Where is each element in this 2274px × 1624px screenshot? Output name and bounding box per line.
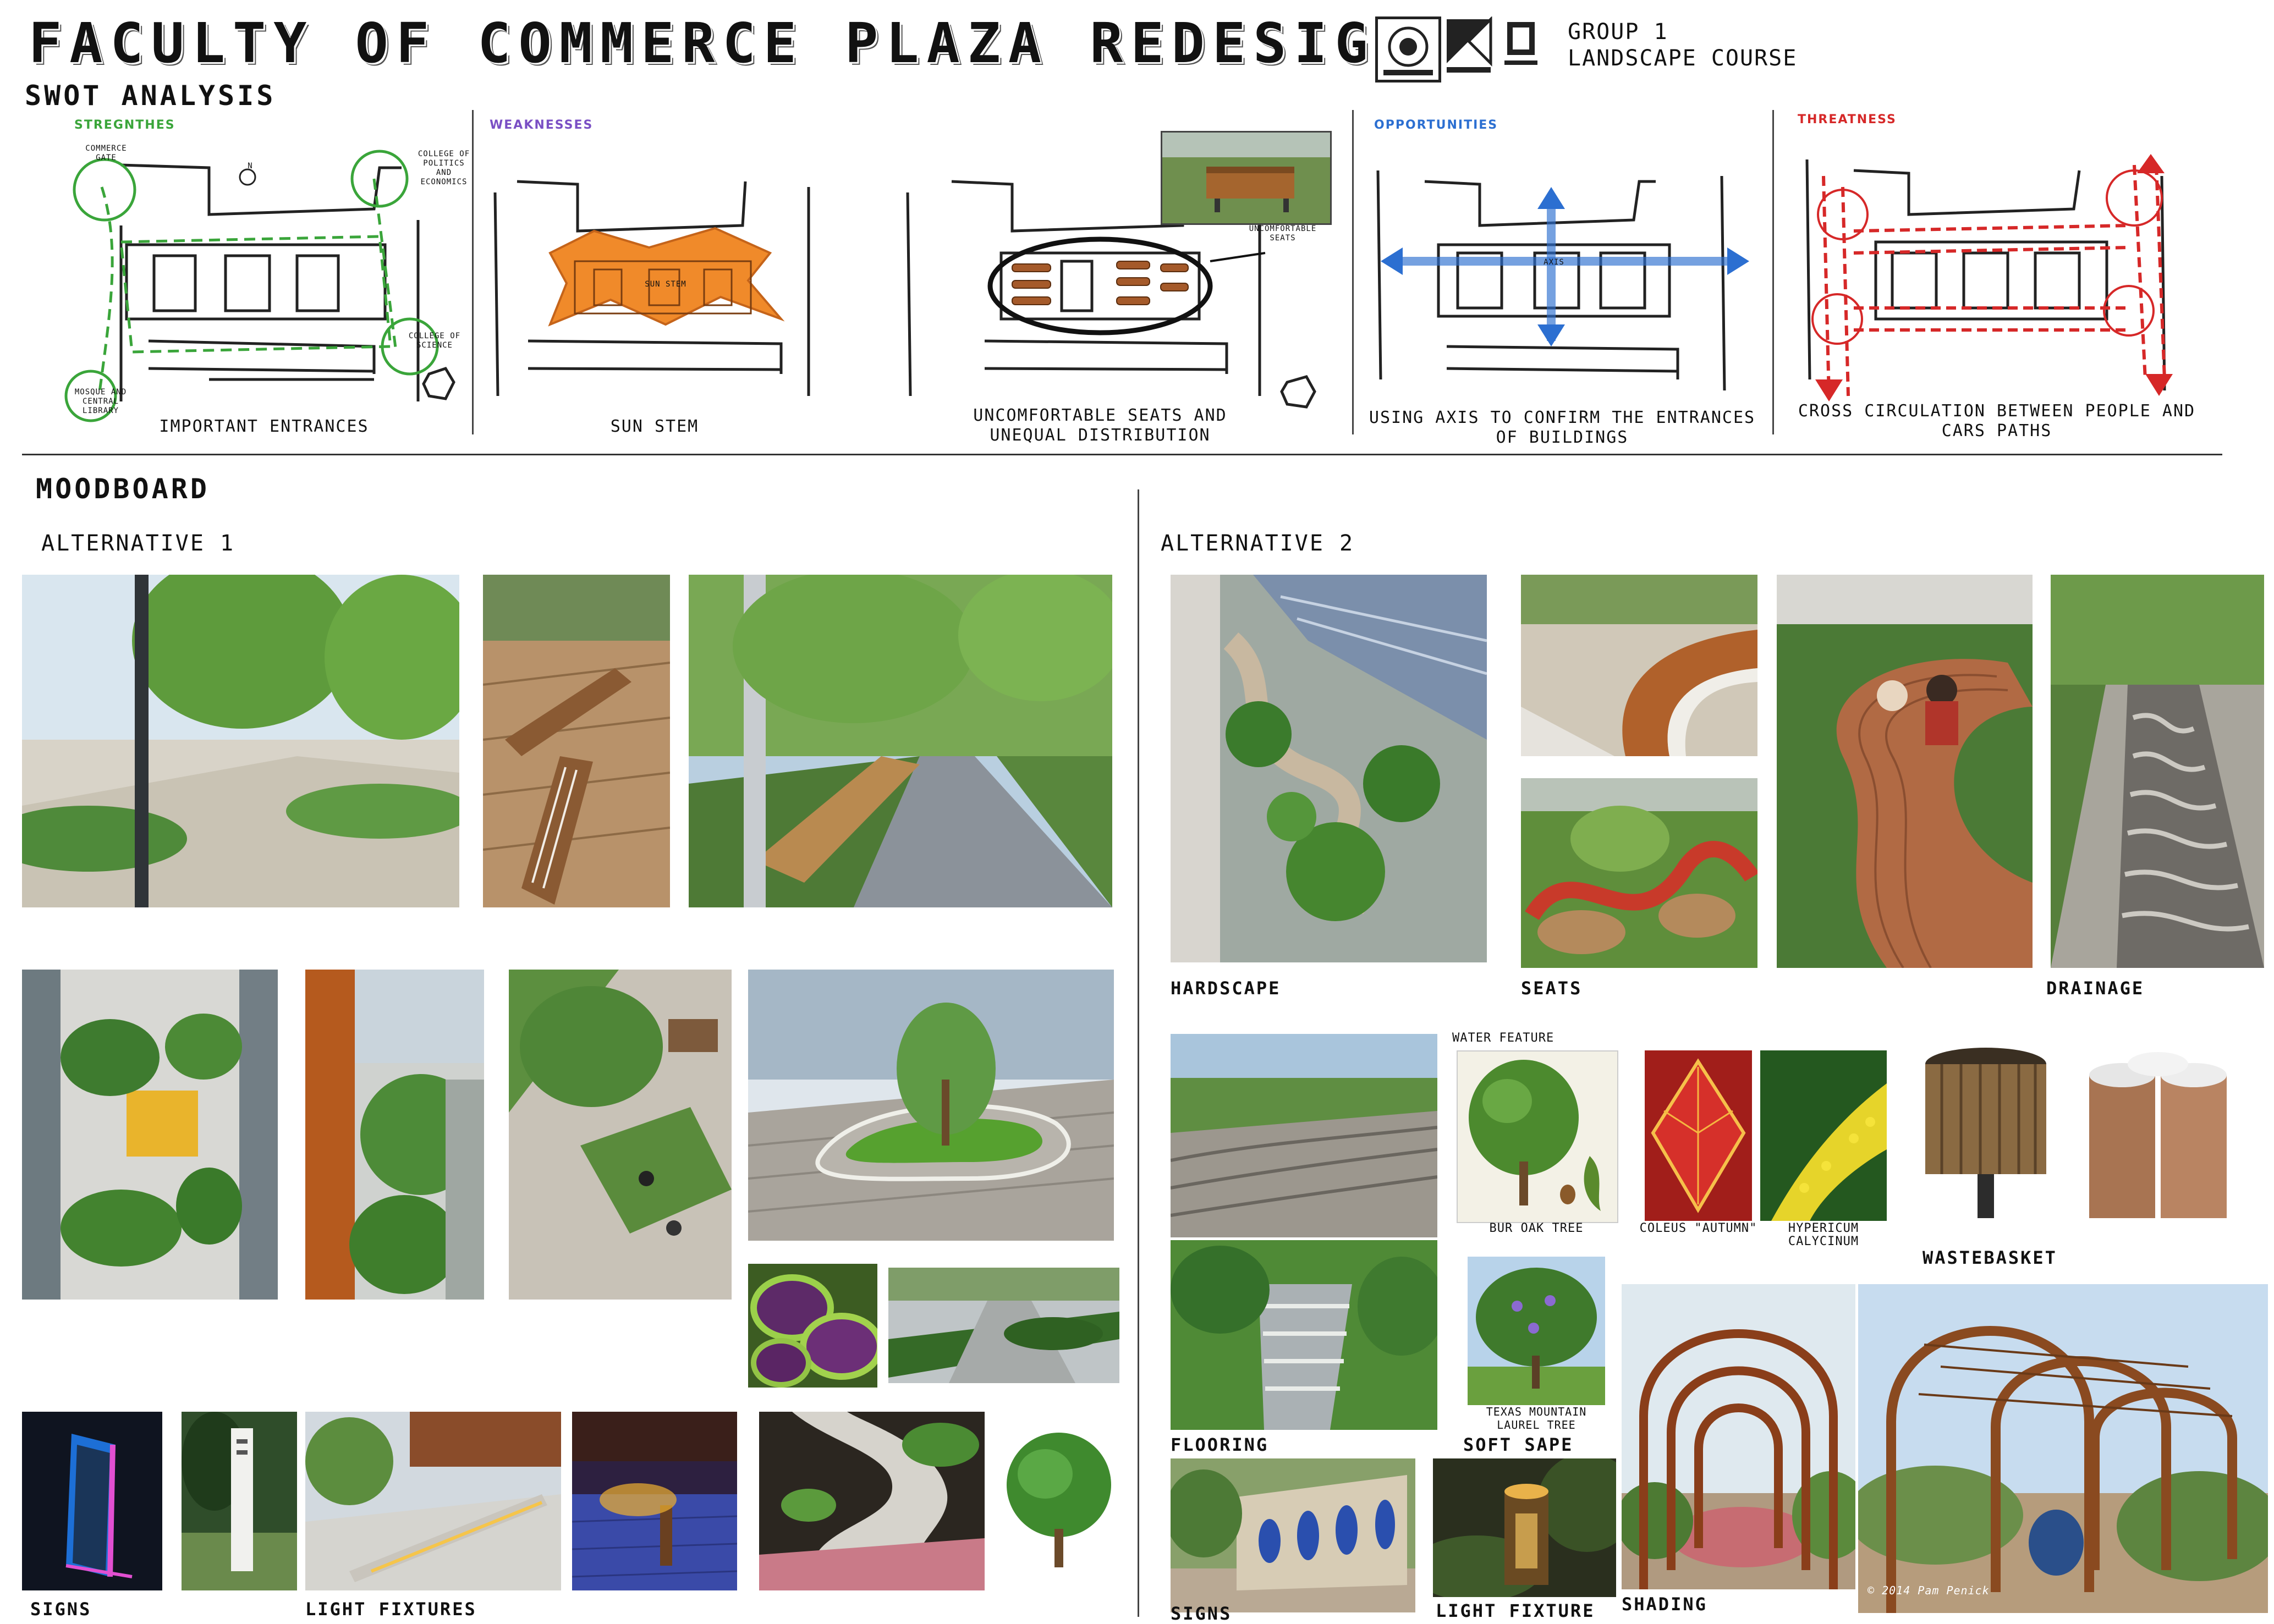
water-feature-label: WATER FEATURE	[1452, 1031, 1555, 1045]
pathway-flooring-photo	[1171, 1034, 1437, 1237]
threats-sketch	[1805, 154, 2173, 401]
light-fixture-photo	[1433, 1458, 1616, 1597]
wall-sign-photo	[1171, 1458, 1415, 1612]
strengths-sketch	[64, 150, 455, 422]
modern-wastebasket-photo	[2078, 1042, 2238, 1224]
strengths-caption: IMPORTANT ENTRANCES	[159, 417, 369, 436]
bench-photo	[1161, 131, 1332, 225]
coleus-autumn-photo	[1645, 1050, 1752, 1221]
wood-wastebasket-photo	[1917, 1042, 2055, 1224]
opportunities-sketch	[1376, 170, 1749, 391]
hedge-garden-photo	[888, 1268, 1119, 1383]
wastebasket-label: WASTEBASKET	[1923, 1247, 2057, 1268]
threats-heading: THREATNESS	[1798, 113, 1897, 126]
wave-bench-photo	[1777, 575, 2033, 968]
step-flooring-photo	[1171, 1240, 1437, 1430]
moodboard-divider	[1138, 489, 1139, 1617]
sun-stem-note: SUN STEM	[645, 280, 686, 289]
courtyard-aerial-photo	[22, 970, 278, 1300]
coleus-leaves-photo	[748, 1264, 877, 1388]
hypericum-photo	[1760, 1050, 1887, 1221]
course-name: LANDSCAPE COURSE	[1568, 46, 1798, 71]
texas-laurel-photo	[1468, 1257, 1605, 1405]
section-divider	[22, 454, 2222, 455]
group-name: GROUP 1	[1568, 19, 1668, 45]
round-tree-photo	[1001, 1430, 1117, 1573]
swot-title: SWOT ANALYSIS	[25, 80, 276, 112]
alt1-light-fixtures-label: LIGHT FIXTURES	[305, 1599, 477, 1620]
college-science-note: COLLEGE OF SCIENCE	[408, 332, 461, 350]
opportunities-heading: OPPORTUNITIES	[1374, 118, 1498, 132]
grass-planter-photo	[748, 970, 1114, 1241]
bench-light-photo	[305, 1412, 561, 1590]
strengths-heading: STREGNTHES	[74, 118, 175, 132]
architecture-department-logo	[1444, 15, 1493, 77]
garden-alley-photo	[305, 970, 484, 1300]
alt2-light-fixture-label: LIGHT FIXTURE	[1436, 1600, 1595, 1621]
axis-note: AXIS	[1544, 258, 1564, 267]
bur-oak-label: BUR OAK TREE	[1489, 1221, 1584, 1235]
pergola-garden-photo	[1858, 1284, 2268, 1613]
flooring-label: FLOORING	[1171, 1434, 1269, 1455]
curved-path-photo	[759, 1412, 985, 1590]
totem-sign-photo	[182, 1412, 297, 1590]
soft-sape-label: SOFT SAPE	[1463, 1434, 1574, 1455]
curved-bench-photo	[1521, 575, 1757, 756]
uncomfortable-seats-note: UNCOMFORTABLE SEATS	[1249, 224, 1317, 243]
moodboard-title: MOODBOARD	[36, 473, 210, 505]
divider	[1772, 110, 1774, 434]
seats-label: SEATS	[1521, 978, 1583, 999]
divider	[1352, 110, 1354, 434]
university-logo	[1375, 16, 1441, 82]
shading-label: SHADING	[1622, 1594, 1707, 1615]
alternative-1-title: ALTERNATIVE 1	[41, 531, 235, 556]
threats-caption: CROSS CIRCULATION BETWEEN PEOPLE AND CAR…	[1798, 401, 2196, 441]
hardscape-photo	[1171, 575, 1487, 962]
weaknesses-caption: SUN STEM	[610, 417, 699, 436]
hardscape-label: HARDSCAPE	[1171, 978, 1281, 999]
commerce-gate-note: COMMERCE GATE	[85, 144, 127, 162]
hypericum-label: HYPERICUM CALYCINUM	[1788, 1221, 1859, 1248]
mosque-note: MOSQUE AND CENTRAL LIBRARY	[74, 388, 127, 415]
red-seat-planter-photo	[1521, 778, 1757, 968]
faculty-logo	[1502, 19, 1540, 74]
seats-sketch	[906, 180, 1316, 409]
weaknesses-sketch	[493, 180, 810, 397]
page-title: FACULTY OF COMMERCE PLAZA REDESIGN	[29, 11, 1416, 75]
alt2-signs-label: SIGNS	[1171, 1603, 1232, 1624]
group-info: GROUP 1 LANDSCAPE COURSE	[1568, 19, 1797, 71]
texas-laurel-label: TEXAS MOUNTAIN LAUREL TREE	[1486, 1405, 1587, 1432]
pergola-arch-photo	[1622, 1284, 1855, 1589]
alternative-2-title: ALTERNATIVE 2	[1161, 531, 1355, 556]
alt1-signs-label: SIGNS	[30, 1599, 92, 1620]
photo-copyright: © 2014 Pam Penick	[1867, 1584, 1990, 1597]
coleus-label: COLEUS "AUTUMN"	[1639, 1221, 1757, 1235]
plaza-paving-photo	[22, 575, 459, 907]
opportunities-caption: USING AXIS TO CONFIRM THE ENTRANCES OF B…	[1369, 408, 1756, 447]
linear-walkway-photo	[689, 575, 1112, 907]
college-politics-note: COLLEGE OF POLITICS AND ECONOMICS	[418, 150, 470, 186]
drainage-label: DRAINAGE	[2046, 978, 2145, 999]
weaknesses-heading: WEAKNESSES	[490, 118, 594, 132]
bur-oak-tree-photo	[1457, 1050, 1618, 1223]
drainage-grate-photo	[2051, 575, 2264, 968]
paved-terrace-photo	[509, 970, 732, 1300]
wooden-bench-photo	[483, 575, 670, 907]
led-sign-photo	[22, 1412, 162, 1590]
seats-caption: UNCOMFORTABLE SEATS AND UNEQUAL DISTRIBU…	[973, 406, 1227, 445]
north-note: N	[248, 162, 253, 170]
divider	[472, 110, 474, 434]
bollard-light-photo	[572, 1412, 737, 1590]
